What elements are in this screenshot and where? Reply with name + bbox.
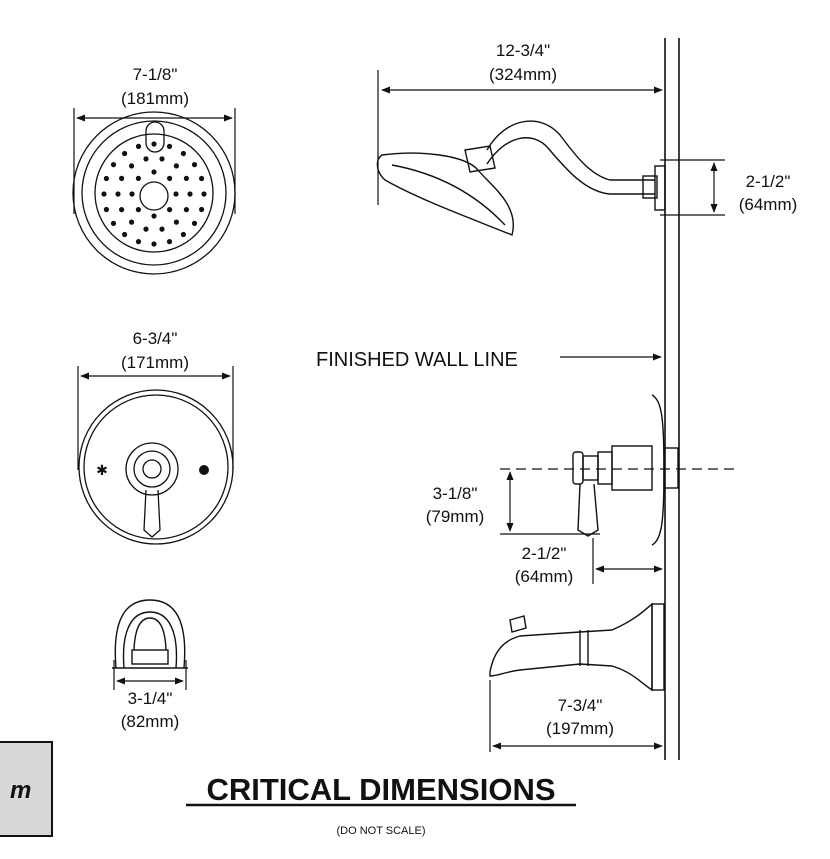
spray-hole <box>151 213 157 219</box>
spray-hole <box>187 191 193 197</box>
spray-hole <box>166 143 173 149</box>
spray-hole <box>167 207 173 213</box>
spray-hole <box>180 150 186 157</box>
drawing-subtitle: (DO NOT SCALE) <box>336 825 425 837</box>
spray-hole <box>151 141 157 147</box>
drawing-title: CRITICAL DIMENSIONS <box>206 772 555 807</box>
spray-hole <box>103 175 109 182</box>
spout-width-metric: (82mm) <box>121 712 180 731</box>
handle-drop-imperial: 3-1/8" <box>433 484 478 503</box>
spray-hole <box>135 175 141 181</box>
spray-hole <box>191 162 198 168</box>
spray-hole <box>166 239 173 245</box>
spray-hole <box>122 150 128 157</box>
spray-hole <box>103 206 109 213</box>
spray-hole <box>191 220 198 226</box>
arm-reach-imperial: 12-3/4" <box>496 41 550 60</box>
spray-hole <box>173 219 179 225</box>
spray-hole <box>183 207 189 213</box>
handle-drop-metric: (79mm) <box>426 507 485 526</box>
spray-hole <box>199 206 205 213</box>
finished-wall <box>664 38 680 760</box>
showerhead-front-view <box>72 111 236 275</box>
spray-hole <box>135 239 142 245</box>
escutcheon-width-dimension <box>77 366 234 470</box>
spray-hole <box>173 191 179 197</box>
spray-hole <box>129 191 135 197</box>
showerhead-side-view <box>376 120 666 236</box>
spout-reach-imperial: 7-3/4" <box>558 696 603 715</box>
spray-hole <box>135 207 141 213</box>
corner-tab: m <box>0 741 53 837</box>
hot-indicator-icon <box>199 465 209 475</box>
spray-hole <box>122 231 128 238</box>
spray-hole <box>110 220 117 226</box>
spray-hole <box>135 143 142 149</box>
spray-hole <box>151 169 157 175</box>
spray-hole <box>119 207 125 213</box>
spout-width-dimension <box>113 660 187 690</box>
handle-depth-imperial: 2-1/2" <box>522 544 567 563</box>
spray-hole <box>167 175 173 181</box>
spray-hole <box>201 191 207 197</box>
arm-reach-metric: (324mm) <box>489 65 557 84</box>
spray-hole <box>151 241 157 247</box>
spray-hole <box>143 226 149 232</box>
flange-height-metric: (64mm) <box>739 195 798 214</box>
showerhead-width-metric: (181mm) <box>121 89 189 108</box>
spray-hole <box>119 175 125 181</box>
spray-hole <box>199 175 205 182</box>
handle-depth-dimension <box>592 538 663 584</box>
spray-hole <box>159 156 165 162</box>
flange-height-dimension <box>660 159 725 216</box>
wall-line-label: FINISHED WALL LINE <box>316 349 518 371</box>
cold-indicator-icon: ✱ <box>96 462 108 478</box>
spray-hole <box>101 191 107 197</box>
showerhead-width-imperial: 7-1/8" <box>133 65 178 84</box>
tub-spout-front-view <box>112 599 188 669</box>
arm-reach-dimension <box>377 70 663 205</box>
spray-hole <box>115 191 121 197</box>
spray-hole <box>143 156 149 162</box>
tub-spout-side-view <box>489 602 665 692</box>
spray-hole <box>183 175 189 181</box>
spray-hole <box>129 219 135 225</box>
handle-depth-metric: (64mm) <box>515 567 574 586</box>
valve-trim-front-view <box>78 389 234 545</box>
corner-tab-text: m <box>10 777 31 804</box>
spray-hole <box>159 226 165 232</box>
escutcheon-width-metric: (171mm) <box>121 353 189 372</box>
showerhead-width-dimension <box>73 108 236 214</box>
spout-reach-metric: (197mm) <box>546 719 614 738</box>
flange-height-imperial: 2-1/2" <box>746 172 791 191</box>
spout-width-imperial: 3-1/4" <box>128 689 173 708</box>
spout-reach-dimension <box>489 680 663 752</box>
handle-drop-dimension <box>500 471 600 535</box>
spray-hole <box>110 162 117 168</box>
spray-hole <box>180 231 186 238</box>
valve-trim-side-view <box>572 394 679 546</box>
spray-hole <box>129 163 135 169</box>
spray-hole <box>173 163 179 169</box>
escutcheon-width-imperial: 6-3/4" <box>133 329 178 348</box>
